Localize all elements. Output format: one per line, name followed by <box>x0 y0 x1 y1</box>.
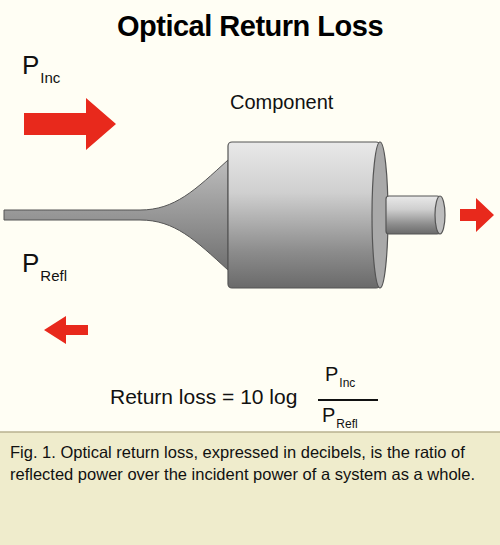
caption-band <box>0 432 500 545</box>
power-symbol: P <box>322 405 335 425</box>
power-subscript: Refl <box>336 418 357 430</box>
title: Optical Return Loss <box>0 10 500 43</box>
fraction-bar <box>318 399 378 401</box>
power-subscript: Inc <box>339 377 355 389</box>
component-label: Component <box>230 92 333 112</box>
output-arrow <box>460 198 494 232</box>
power-symbol: P <box>22 52 39 78</box>
reflected-arrow <box>44 316 88 344</box>
power-subscript: Refl <box>40 268 67 283</box>
incident-arrow <box>24 98 116 150</box>
power-symbol: P <box>22 250 39 276</box>
caption: Fig. 1. Optical return loss, expressed i… <box>10 441 488 485</box>
output-ferrule <box>386 196 440 234</box>
ferrule-face <box>435 196 445 234</box>
caption-rule <box>0 431 500 433</box>
power-subscript: Inc <box>40 70 60 85</box>
formula-text: Return loss = 10 log <box>110 386 297 407</box>
component-body <box>228 142 380 288</box>
power-symbol: P <box>325 364 338 384</box>
